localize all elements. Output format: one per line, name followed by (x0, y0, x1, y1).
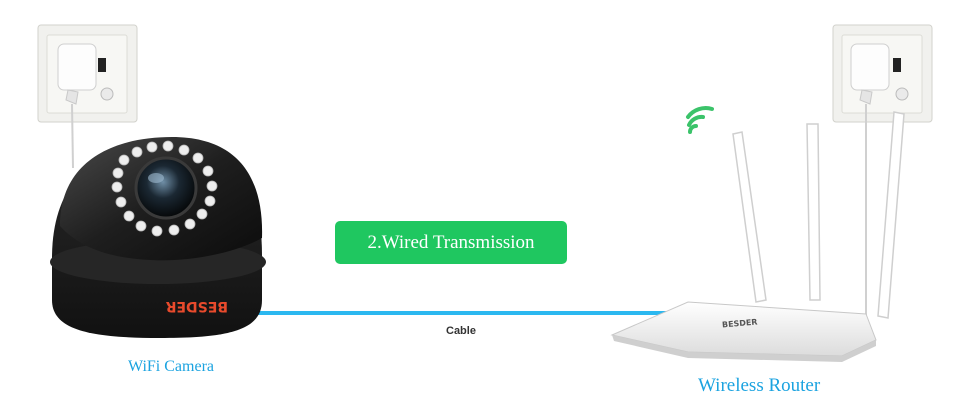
transmission-badge: 2.Wired Transmission (335, 221, 567, 264)
camera-brand-mark: BESDER (165, 298, 228, 314)
right-wall-socket (832, 24, 933, 330)
cable-label: Cable (446, 325, 476, 337)
router-brand-mark: BESDER (722, 317, 758, 329)
camera-label: WiFi Camera (128, 358, 214, 375)
ir-led-ring (111, 140, 218, 237)
router-antennas (732, 111, 905, 319)
left-wall-socket (37, 24, 138, 169)
camera-lens (134, 156, 198, 220)
router-label: Wireless Router (698, 375, 821, 396)
dome-camera: BESDER (50, 137, 266, 338)
router-body: BESDER (610, 301, 877, 362)
wifi-signal-icon (686, 106, 714, 134)
